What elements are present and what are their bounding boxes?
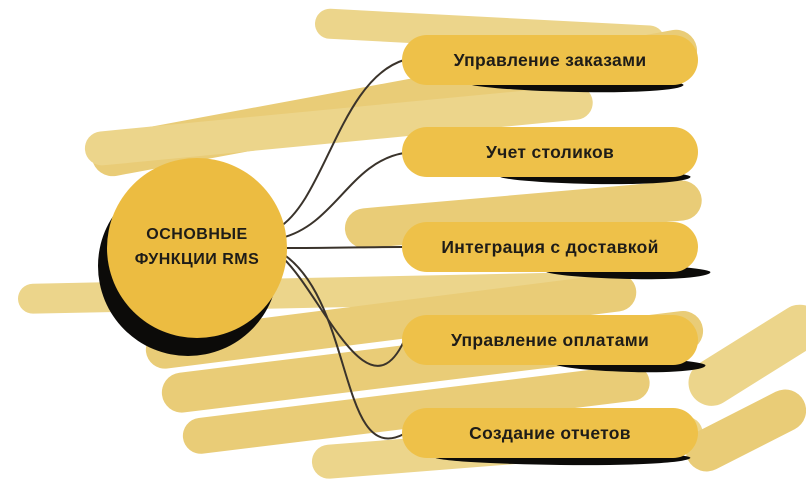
node-box-payments: Управление оплатами bbox=[402, 315, 698, 365]
node-label: Управление оплатами bbox=[450, 329, 650, 350]
connector-orders bbox=[277, 59, 405, 229]
node-box-orders: Управление заказами bbox=[402, 35, 698, 85]
central-node: ОСНОВНЫЕ ФУНКЦИИ RMS bbox=[107, 158, 287, 338]
node-box-reports: Создание отчетов bbox=[402, 408, 698, 458]
node-label: Создание отчетов bbox=[469, 422, 631, 443]
connector-tables bbox=[280, 152, 405, 239]
connector-reports bbox=[279, 251, 405, 440]
central-node-title-line1: ОСНОВНЫЕ bbox=[146, 226, 248, 244]
central-node-title-line2: ФУНКЦИИ RMS bbox=[134, 251, 260, 268]
connector-payments bbox=[282, 257, 405, 367]
node-box-tables: Учет столиков bbox=[402, 127, 698, 177]
node-box-delivery: Интеграция с доставкой bbox=[402, 222, 698, 272]
node-label: Управление заказами bbox=[453, 49, 647, 70]
node-label: Интеграция с доставкой bbox=[441, 236, 659, 257]
connector-delivery bbox=[284, 246, 403, 249]
node-label: Учет столиков bbox=[485, 141, 615, 162]
